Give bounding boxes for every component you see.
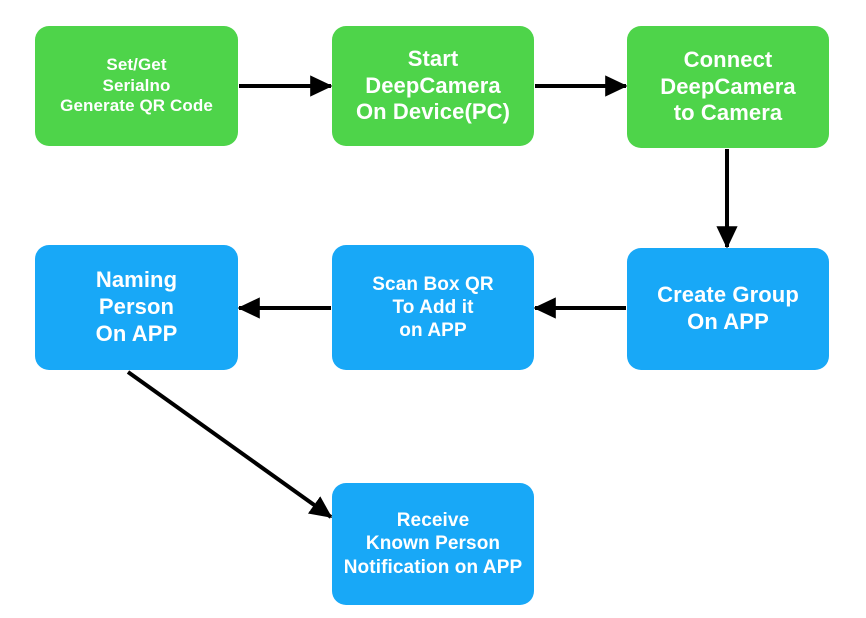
node-label-line: Scan Box QR <box>372 273 494 295</box>
node-label-line: Start <box>407 45 459 71</box>
node-label-line: Create Group <box>657 282 799 308</box>
edge-naming-person-to-receive-notification <box>126 370 333 519</box>
node-label-line: Person <box>98 294 175 320</box>
node-label-line: on APP <box>399 320 467 342</box>
node-label-line: to Camera <box>673 100 783 126</box>
node-label-line: Known Person <box>365 533 501 555</box>
node-label-line: On APP <box>95 320 178 346</box>
node-label-line: Set/Get <box>106 54 167 74</box>
node-label-line: On APP <box>687 309 769 334</box>
node-label-line: Generate QR Code <box>60 96 213 116</box>
node-label-line: Naming <box>95 267 178 293</box>
node-label-line: On Device(PC) <box>355 99 511 125</box>
node-label-line: Notification on APP <box>343 556 523 578</box>
node-label-line: Connect <box>683 46 773 72</box>
node-label-line: To Add it <box>392 296 474 318</box>
node-label-line: DeepCamera <box>365 72 501 98</box>
node-label-line: Receive <box>396 510 470 532</box>
node-label-line: DeepCamera <box>660 73 796 99</box>
node-label-line: Serialno <box>102 75 171 95</box>
